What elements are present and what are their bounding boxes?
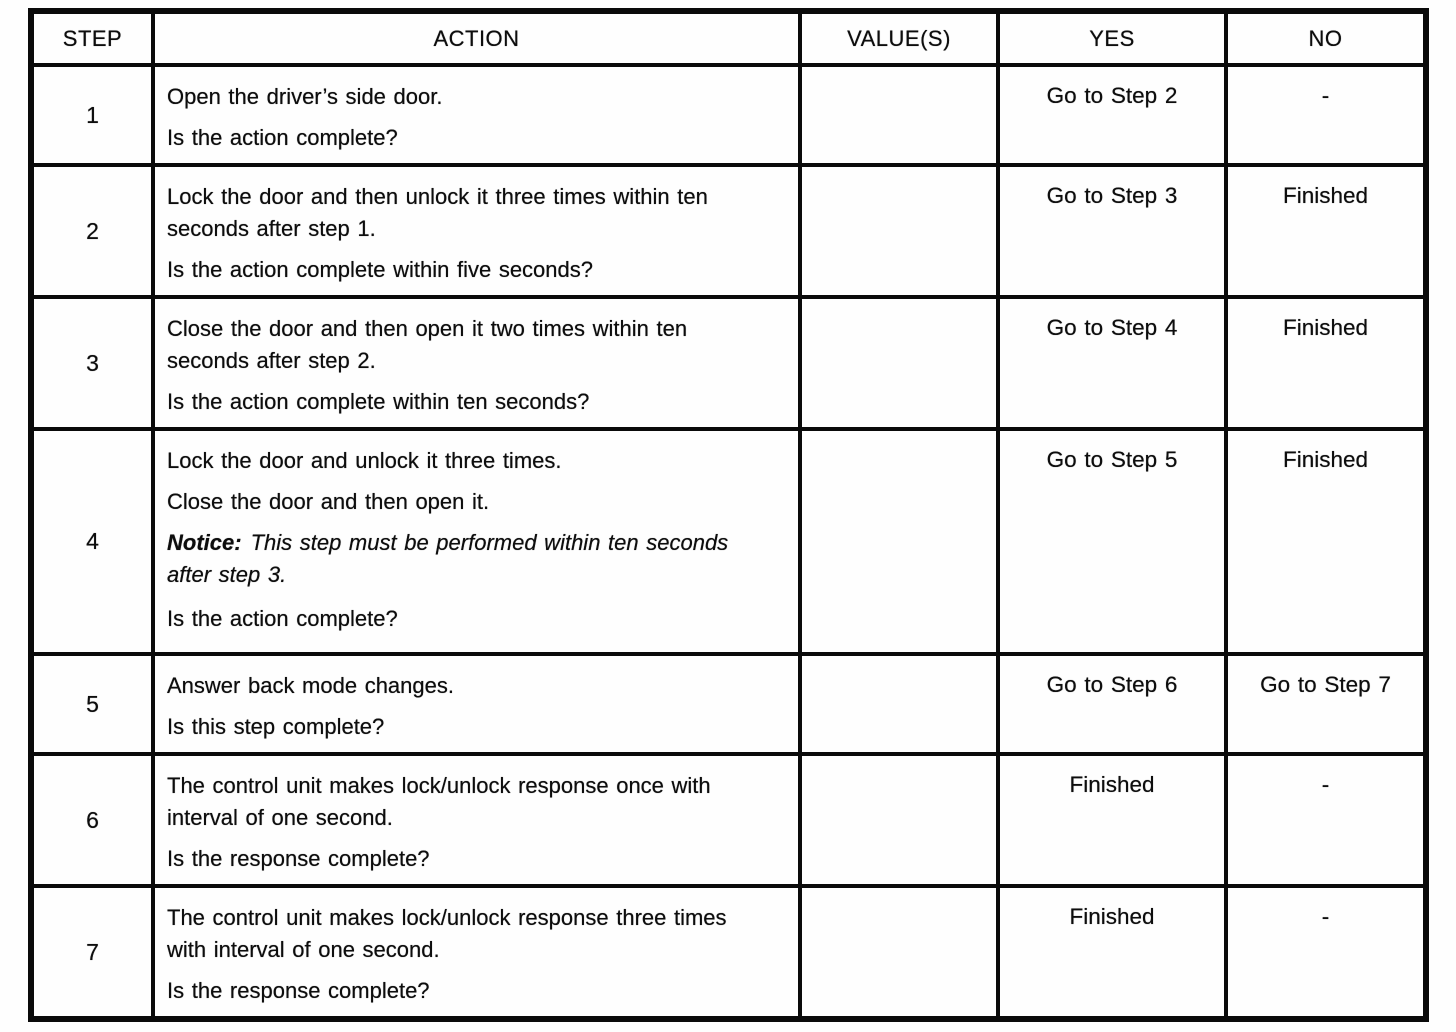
values-cell — [798, 652, 1000, 756]
action-cell: The control unit makes lock/unlock respo… — [151, 752, 802, 888]
values-cell — [798, 63, 1000, 167]
action-cell: Open the driver’s side door. Is the acti… — [151, 63, 802, 167]
no-cell: Finished — [1224, 295, 1428, 431]
table-row-step-1: 1 Open the driver’s side door. Is the ac… — [29, 63, 1428, 167]
action-text: Answer back mode changes. — [167, 673, 454, 698]
values-cell — [798, 752, 1000, 888]
no-cell: Finished — [1224, 427, 1428, 656]
column-header-action: ACTION — [151, 9, 802, 67]
notice-paragraph: Notice:This step must be performed withi… — [167, 527, 751, 591]
yes-cell: Go to Step 5 — [996, 427, 1228, 656]
step-cell: 1 — [29, 63, 155, 167]
table-row-step-5: 5 Answer back mode changes. Is this step… — [29, 652, 1428, 756]
notice-label: Notice: — [167, 530, 242, 555]
action-cell: Answer back mode changes. Is this step c… — [151, 652, 802, 756]
action-text: The control unit makes lock/unlock respo… — [167, 773, 711, 830]
action-cell: Lock the door and then unlock it three t… — [151, 163, 802, 299]
step-cell: 5 — [29, 652, 155, 756]
action-question: Is the action complete? — [167, 125, 398, 150]
action-cell: Lock the door and unlock it three times.… — [151, 427, 802, 656]
values-cell — [798, 427, 1000, 656]
table-row-step-2: 2 Lock the door and then unlock it three… — [29, 163, 1428, 299]
action-text: The control unit makes lock/unlock respo… — [167, 905, 727, 962]
action-cell: Close the door and then open it two time… — [151, 295, 802, 431]
step-cell: 6 — [29, 752, 155, 888]
action-text: Lock the door and unlock it three times. — [167, 448, 562, 473]
step-cell: 2 — [29, 163, 155, 299]
no-cell: - — [1224, 884, 1428, 1021]
values-cell — [798, 163, 1000, 299]
step-cell: 3 — [29, 295, 155, 431]
diagnostic-procedure-table: STEP ACTION VALUE(S) YES NO 1 Open the d… — [28, 8, 1429, 1022]
column-header-step: STEP — [29, 9, 155, 67]
column-header-yes: YES — [996, 9, 1228, 67]
action-question: Is the response complete? — [167, 846, 430, 871]
yes-cell: Finished — [996, 884, 1228, 1021]
action-text: Close the door and then open it. — [167, 489, 490, 514]
table-row-step-7: 7 The control unit makes lock/unlock res… — [29, 884, 1428, 1021]
action-question: Is the action complete within five secon… — [167, 257, 594, 282]
yes-cell: Go to Step 2 — [996, 63, 1228, 167]
action-text: Open the driver’s side door. — [167, 84, 443, 109]
column-header-values: VALUE(S) — [798, 9, 1000, 67]
values-cell — [798, 884, 1000, 1021]
yes-cell: Go to Step 3 — [996, 163, 1228, 299]
table-row-step-6: 6 The control unit makes lock/unlock res… — [29, 752, 1428, 888]
yes-cell: Finished — [996, 752, 1228, 888]
action-cell: The control unit makes lock/unlock respo… — [151, 884, 802, 1021]
column-header-no: NO — [1224, 9, 1428, 67]
no-cell: Go to Step 7 — [1224, 652, 1428, 756]
action-text: Close the door and then open it two time… — [167, 316, 688, 373]
no-cell: - — [1224, 63, 1428, 167]
table-row-step-4: 4 Lock the door and unlock it three time… — [29, 427, 1428, 656]
action-question: Is the response complete? — [167, 978, 430, 1003]
action-question: Is this step complete? — [167, 714, 385, 739]
values-cell — [798, 295, 1000, 431]
action-text: Lock the door and then unlock it three t… — [167, 184, 708, 241]
notice-text: This step must be performed within ten s… — [167, 530, 729, 587]
step-cell: 4 — [29, 427, 155, 656]
table-row-step-3: 3 Close the door and then open it two ti… — [29, 295, 1428, 431]
yes-cell: Go to Step 4 — [996, 295, 1228, 431]
yes-cell: Go to Step 6 — [996, 652, 1228, 756]
no-cell: Finished — [1224, 163, 1428, 299]
no-cell: - — [1224, 752, 1428, 888]
action-question: Is the action complete? — [167, 606, 398, 631]
action-question: Is the action complete within ten second… — [167, 389, 590, 414]
header-row: STEP ACTION VALUE(S) YES NO — [29, 9, 1428, 67]
step-cell: 7 — [29, 884, 155, 1021]
